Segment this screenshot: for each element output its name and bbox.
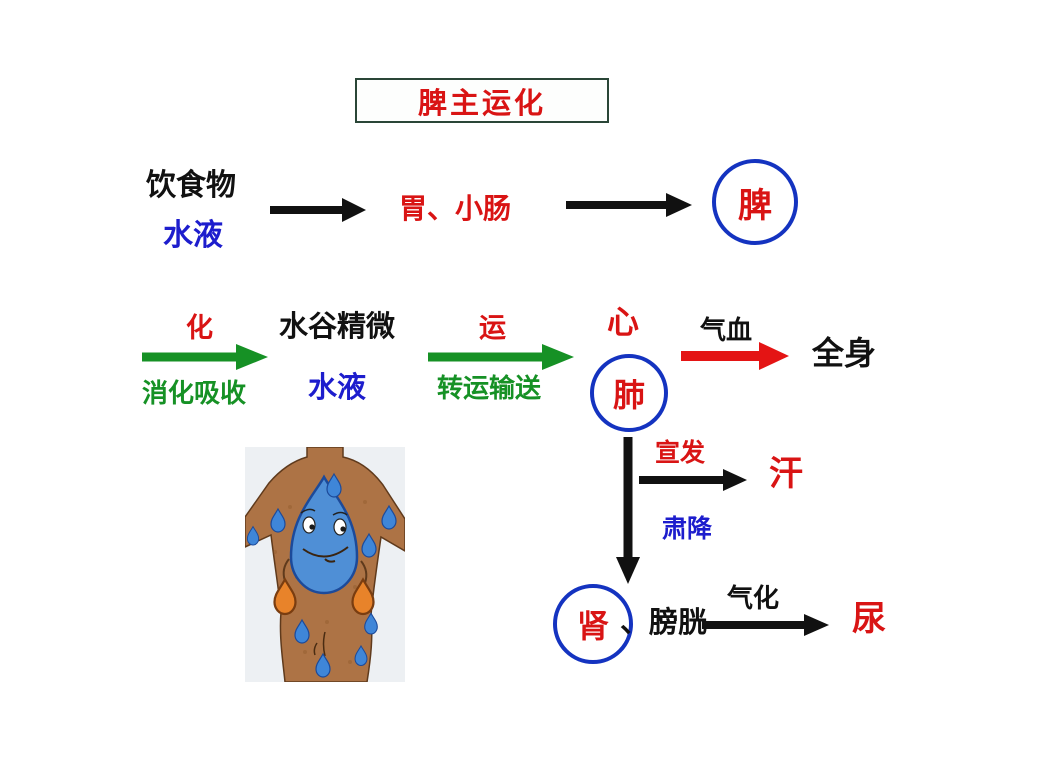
arrow-stomach-to-spleen — [566, 193, 692, 217]
arrow-lung-down-to-kidney — [616, 437, 640, 584]
arrow-qi-blood-to-body — [681, 342, 789, 370]
label-spleen: 脾 — [738, 186, 772, 225]
smile — [302, 546, 349, 563]
label-dispersal: 宣发 — [655, 439, 706, 467]
label-qi-blood: 气血 — [700, 315, 753, 345]
kidney-circle: 肾 — [553, 584, 633, 664]
label-kidney: 肾 — [576, 608, 609, 644]
arrow-transport — [428, 344, 574, 370]
label-fluid-2: 水液 — [308, 372, 367, 404]
label-stomach-intestine: 胃、小肠 — [399, 193, 512, 224]
label-bladder-group: 、膀胱 — [620, 609, 707, 638]
label-convey: 转运输送 — [437, 373, 542, 403]
label-fluid-1: 水液 — [163, 219, 223, 252]
lung-circle: 肺 — [590, 354, 668, 432]
belly-lines — [313, 631, 326, 657]
title-box: 脾主运化 — [355, 78, 609, 123]
label-whole-body: 全身 — [812, 335, 877, 371]
label-bladder: 膀胱 — [649, 607, 708, 639]
arrow-digestion — [142, 344, 268, 370]
arrow-food-to-stomach — [270, 198, 366, 222]
label-sweat: 汗 — [769, 455, 803, 493]
page-title: 脾主运化 — [417, 87, 546, 120]
label-descent: 肃降 — [662, 515, 713, 543]
arrow-dispersal-to-sweat — [639, 469, 747, 491]
spleen-circle: 脾 — [712, 159, 798, 245]
label-heart: 心 — [607, 304, 640, 340]
arrow-bladder-to-urine — [702, 614, 829, 636]
eyebrows — [300, 508, 348, 516]
label-essence: 水谷精微 — [279, 311, 396, 343]
label-food: 饮食物 — [146, 169, 236, 202]
label-transport: 运 — [479, 313, 506, 343]
label-lung: 肺 — [612, 377, 645, 413]
label-qi-transform: 气化 — [727, 583, 780, 613]
body-water-drop-illustration — [245, 447, 405, 682]
label-transform: 化 — [186, 313, 213, 343]
water-drop-character — [289, 474, 359, 595]
label-digest-absorb: 消化吸收 — [142, 378, 247, 408]
label-separator: 、 — [620, 607, 650, 639]
label-urine: 尿 — [852, 600, 886, 638]
